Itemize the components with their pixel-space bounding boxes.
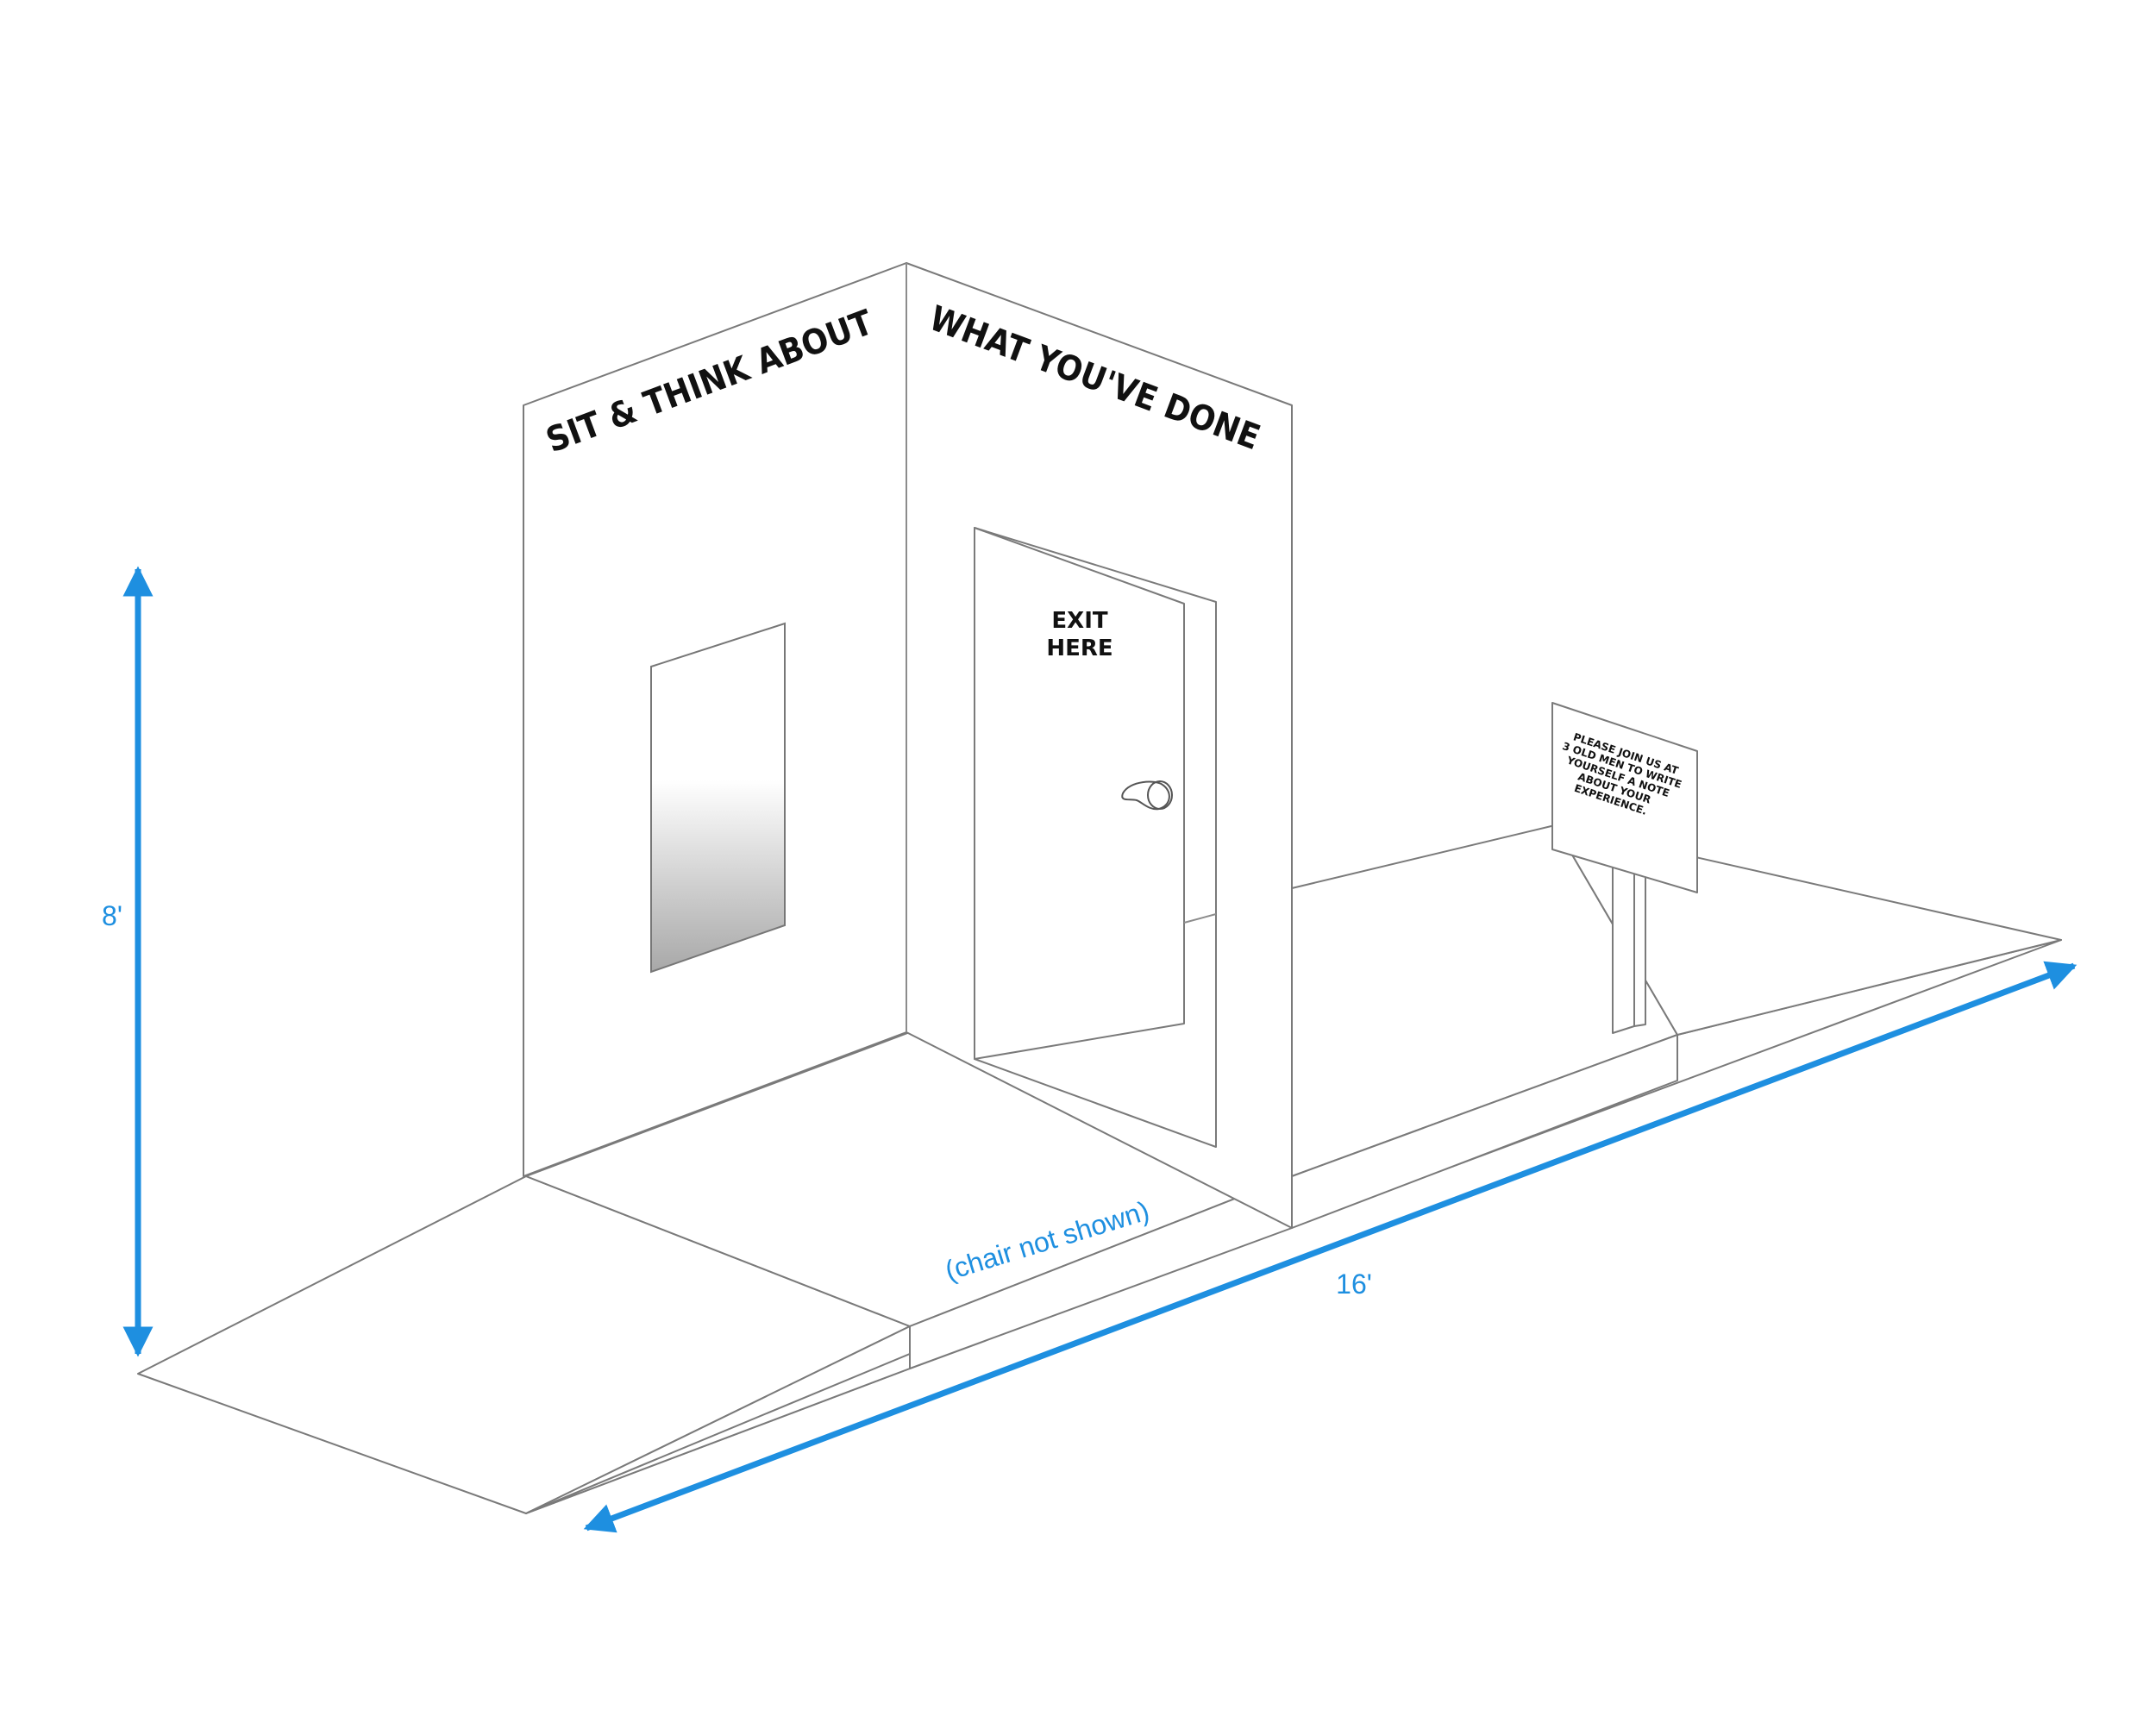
door-sign-line1: EXIT [1051, 608, 1107, 634]
length-label: 16' [1336, 1269, 1372, 1300]
height-label: 8' [102, 900, 122, 931]
signpost-post [1612, 861, 1635, 1034]
dimension-height: 8' [102, 566, 154, 1357]
door-handle-icon[interactable] [1121, 780, 1173, 811]
length-arrow [583, 961, 2078, 1533]
mirror [650, 622, 786, 974]
signpost-text: PLEASE JOIN US AT 3 OLD MEN TO WRITE YOU… [1561, 730, 1683, 817]
dimension-length: 16' [583, 961, 2078, 1533]
signpost-post-side [1633, 861, 1646, 1027]
door-sign-line2: HERE [1046, 636, 1112, 661]
signpost-board [1551, 702, 1698, 893]
